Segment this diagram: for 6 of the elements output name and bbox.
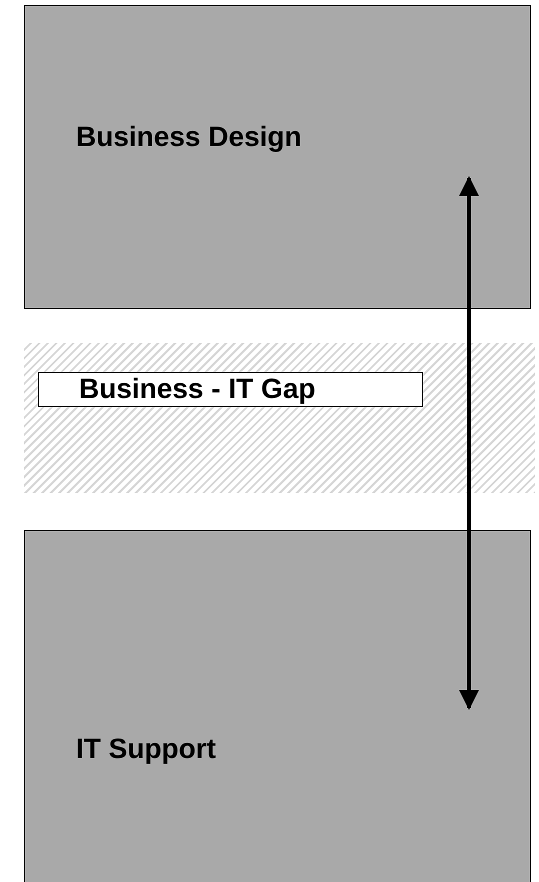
box-title: IT Support <box>76 733 216 765</box>
process-box <box>24 530 531 882</box>
box-title: Business Design <box>76 121 302 153</box>
double-headed-arrow <box>459 176 479 710</box>
gap-label: Business - IT Gap <box>38 372 423 407</box>
process-box <box>24 5 531 309</box>
